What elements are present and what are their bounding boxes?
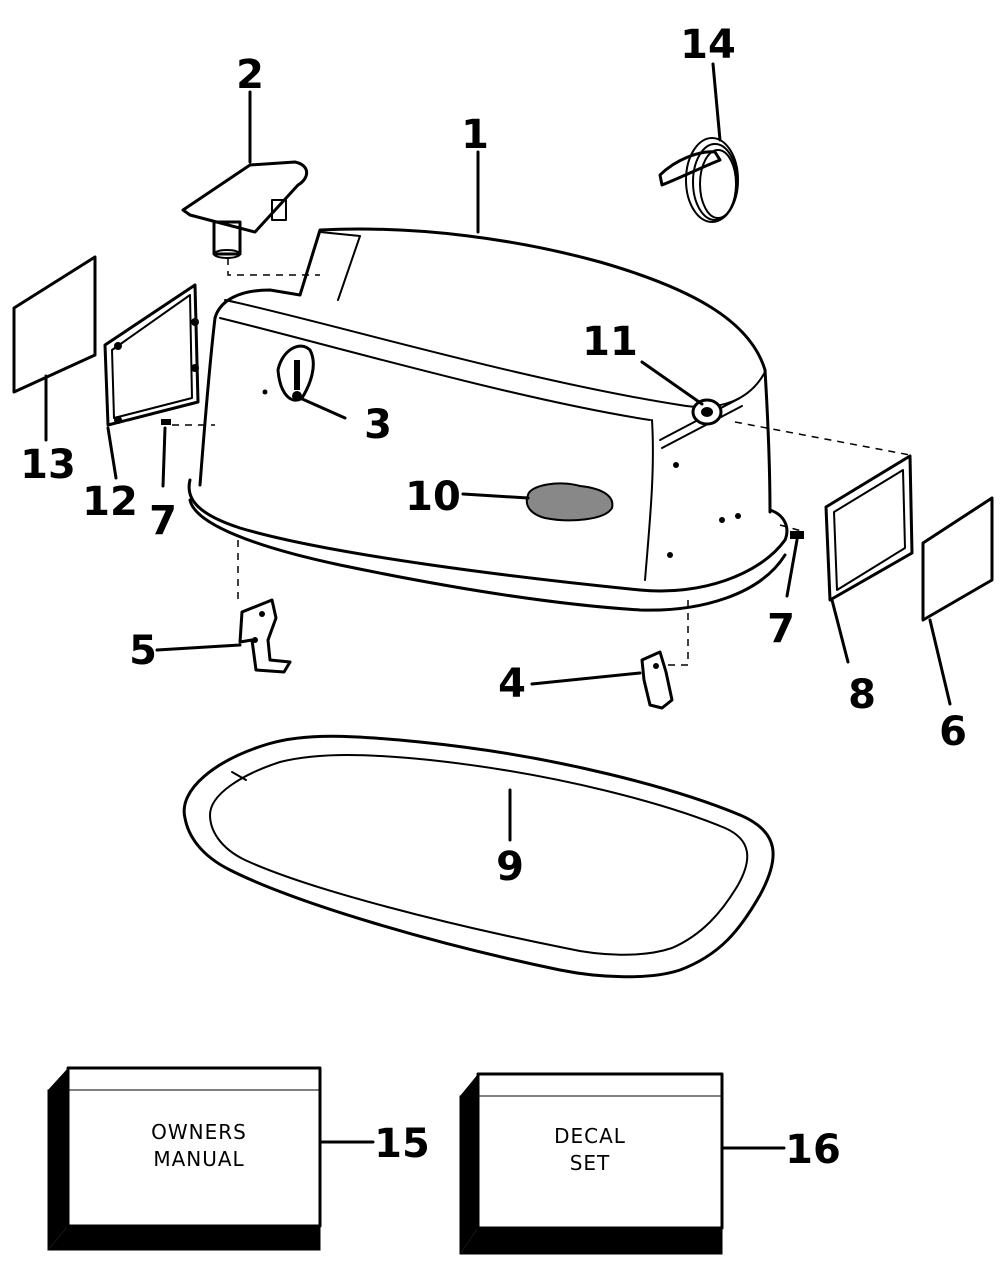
latch-part-3 (276, 344, 315, 402)
decal-set-line2: SET (570, 1151, 611, 1175)
seal-ring-part-9 (182, 734, 775, 979)
cable-part-14 (658, 137, 739, 223)
callout-16: 16 (785, 1127, 841, 1173)
grommet-part-11 (691, 398, 723, 426)
screw-part-7-right (790, 531, 804, 539)
callout-numbers: 1 2 14 11 3 10 13 12 7 7 8 6 5 4 9 15 16 (20, 22, 967, 1173)
frame-part-8 (824, 454, 914, 602)
callout-14: 14 (680, 22, 736, 68)
cover-plate-part-2 (181, 160, 309, 259)
callout-4: 4 (498, 661, 526, 707)
owners-manual-line1: OWNERS (151, 1120, 247, 1144)
alignment-lines (172, 258, 911, 666)
callout-11: 11 (582, 319, 638, 365)
callout-7-left: 7 (149, 498, 177, 544)
decal-part-6 (921, 496, 994, 622)
callout-15: 15 (374, 1121, 430, 1167)
callout-12: 12 (82, 479, 138, 525)
bracket-part-5 (238, 598, 292, 674)
foam-pad-part-10 (525, 482, 614, 522)
owners-manual-line2: MANUAL (153, 1147, 244, 1171)
decal-part-13 (12, 255, 97, 394)
frame-part-12 (103, 283, 200, 427)
callout-8: 8 (848, 672, 876, 718)
leader-lines (44, 62, 952, 1150)
callout-6: 6 (939, 709, 967, 755)
bracket-part-4 (640, 650, 674, 710)
decal-set-box: DECAL SET (459, 1072, 724, 1255)
callout-7-right: 7 (767, 606, 795, 652)
callout-1: 1 (461, 112, 489, 158)
owners-manual-box: OWNERS MANUAL (47, 1066, 322, 1251)
callout-2: 2 (236, 52, 264, 98)
engine-cover (187, 227, 789, 612)
callout-13: 13 (20, 442, 76, 488)
screw-part-7-left (161, 419, 171, 425)
decal-set-line1: DECAL (554, 1124, 626, 1148)
callout-5: 5 (129, 628, 157, 674)
callout-10: 10 (405, 474, 461, 520)
callout-3: 3 (364, 402, 392, 448)
callout-9: 9 (496, 844, 524, 890)
